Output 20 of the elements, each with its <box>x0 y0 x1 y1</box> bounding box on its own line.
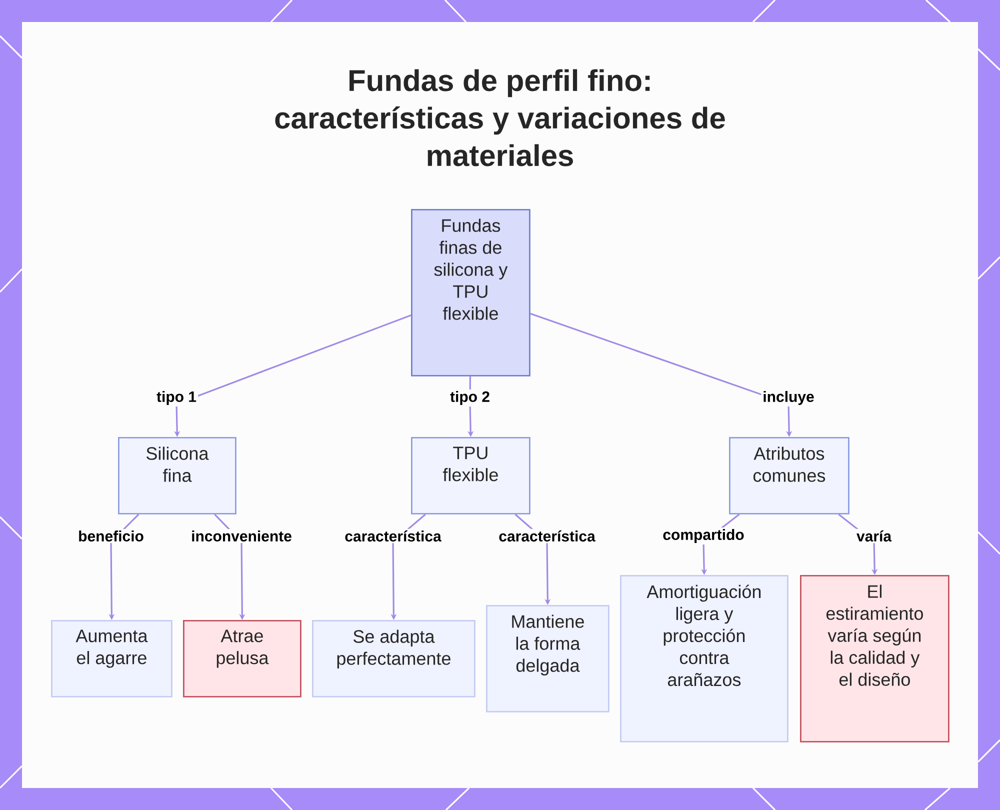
concept-box: TPU flexible <box>411 437 530 514</box>
title: Fundas de perfil fino: características y variaciones de materiales <box>275 69 725 166</box>
edge-label: inconveniente <box>190 529 294 543</box>
edge-label: compartido <box>661 528 746 544</box>
concept-box: Fundas finas de silicona y TPU flexible <box>411 209 530 376</box>
concept-box: Atributos comunes <box>729 437 850 514</box>
concept-box: Se adapta perfectamente <box>312 620 476 698</box>
edge-label: incluye <box>761 390 816 406</box>
concept-box: Mantiene la forma delgada <box>486 605 610 712</box>
edge-label: característica <box>497 528 597 544</box>
edge-label: varía <box>855 528 894 544</box>
edge-label: tipo 2 <box>448 390 492 406</box>
edge-label: característica <box>343 528 443 544</box>
edge-label: tipo 1 <box>155 390 198 406</box>
concept-box: Silicona fina <box>118 437 236 514</box>
concept-box: Atrae pelusa <box>183 620 302 698</box>
concept-box: Amortiguación ligera y protección contra arañazos <box>620 575 788 742</box>
concept-box: Aumenta el agarre <box>51 620 172 698</box>
concept-box: El estiramiento varía según la calidad y el diseño <box>800 575 950 742</box>
edge-label: beneficio <box>76 529 146 543</box>
